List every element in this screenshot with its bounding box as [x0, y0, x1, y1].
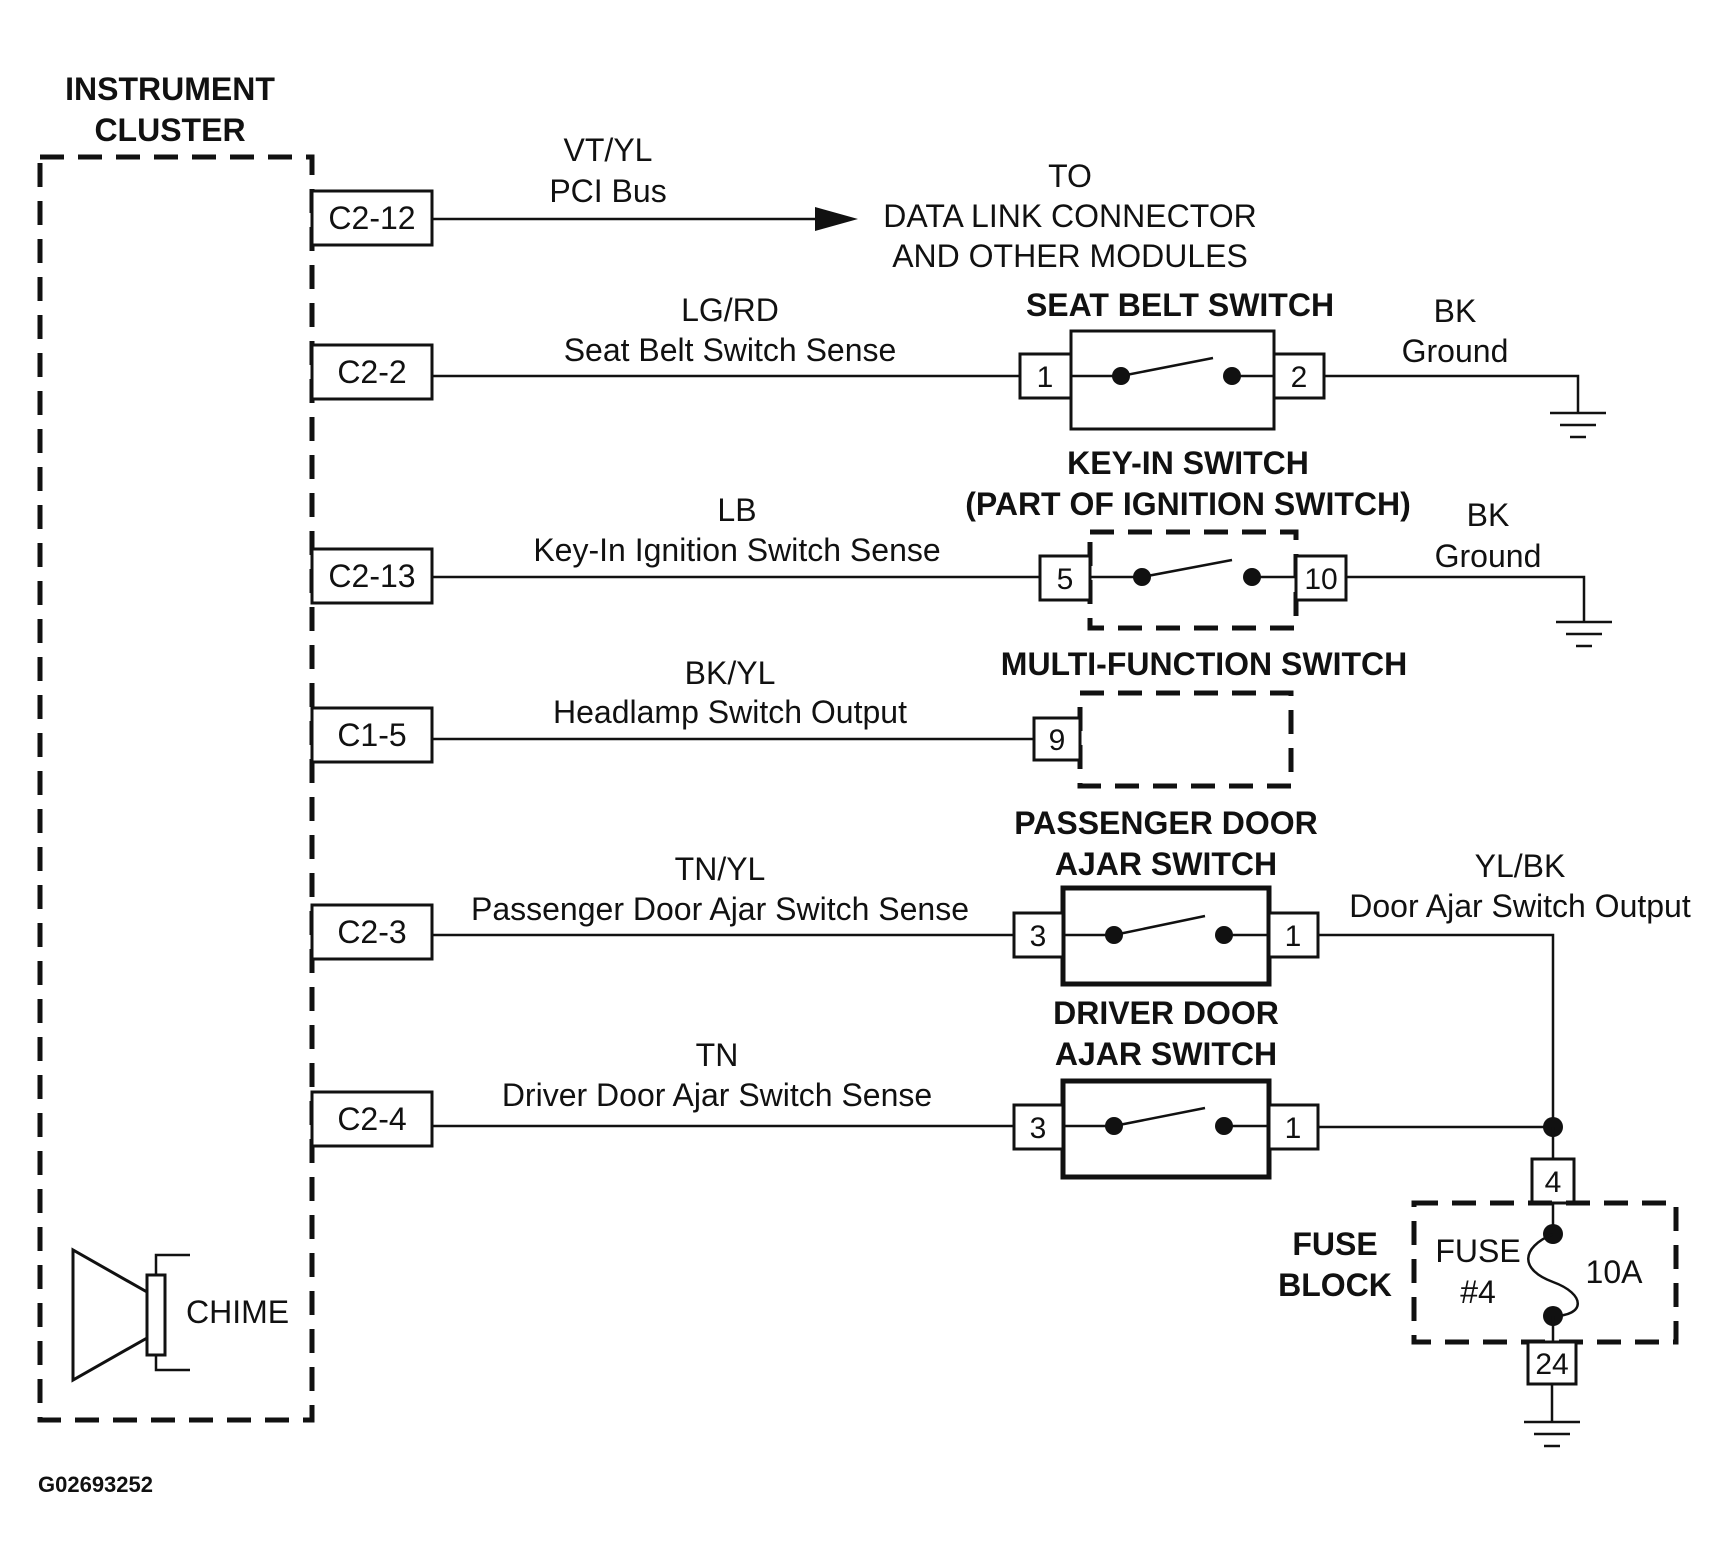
- svg-text:C1-5: C1-5: [337, 717, 406, 753]
- door-ajar-output-name: Door Ajar Switch Output: [1349, 888, 1691, 924]
- svg-text:C2-4: C2-4: [337, 1101, 406, 1137]
- switch-contact-icon: [1071, 356, 1274, 385]
- svg-text:24: 24: [1535, 1348, 1568, 1381]
- passenger-switch-title-line1: PASSENGER DOOR: [1014, 805, 1317, 841]
- headlamp-wire-name: Headlamp Switch Output: [553, 694, 907, 730]
- switch-contact-icon: [1063, 914, 1269, 944]
- seat-belt-pin-1: [1018, 352, 1073, 400]
- cluster-title-line2: CLUSTER: [94, 112, 245, 148]
- driver-wire-color: TN: [696, 1037, 739, 1073]
- passenger-pin-1: [1267, 911, 1320, 959]
- svg-text:C2-2: C2-2: [337, 354, 406, 390]
- passenger-switch-title-line2: AJAR SWITCH: [1055, 846, 1277, 882]
- driver-pin-3: [1012, 1103, 1065, 1151]
- chime-label: CHIME: [186, 1294, 289, 1330]
- svg-text:5: 5: [1057, 563, 1074, 596]
- svg-text:9: 9: [1049, 724, 1066, 757]
- key-in-circuit: LB Key-In Ignition Switch Sense KEY-IN S…: [432, 445, 1612, 648]
- headlamp-wire-color: BK/YL: [685, 655, 776, 691]
- svg-text:1: 1: [1285, 1112, 1302, 1145]
- cluster-boundary: [37, 154, 315, 1423]
- pci-dest-line1: TO: [1048, 158, 1092, 194]
- key-in-ground-color: BK: [1467, 497, 1510, 533]
- key-in-wire-name: Key-In Ignition Switch Sense: [533, 532, 940, 568]
- passenger-wire-color: TN/YL: [675, 851, 766, 887]
- svg-text:3: 3: [1030, 920, 1047, 953]
- seat-belt-switch-title: SEAT BELT SWITCH: [1026, 287, 1334, 323]
- svg-text:C2-3: C2-3: [337, 914, 406, 950]
- seat-belt-wire-name: Seat Belt Switch Sense: [564, 332, 897, 368]
- connector-c2-12: C2-12: [310, 189, 434, 247]
- fuse-label-line1: FUSE: [1435, 1233, 1520, 1269]
- seat-belt-wire-color: LG/RD: [681, 292, 779, 328]
- ground-icon: [1550, 411, 1606, 439]
- pci-dest-line3: AND OTHER MODULES: [892, 238, 1248, 274]
- fuse-rating: 10A: [1586, 1254, 1644, 1290]
- chime-speaker-icon: [71, 1247, 190, 1383]
- ground-icon: [1556, 620, 1612, 648]
- headlamp-pin-9: [1032, 716, 1082, 762]
- driver-switch-body: [1060, 1078, 1272, 1180]
- svg-text:C2-12: C2-12: [328, 200, 415, 236]
- passenger-wire-name: Passenger Door Ajar Switch Sense: [471, 891, 969, 927]
- headlamp-circuit: BK/YL Headlamp Switch Output MULTI-FUNCT…: [432, 646, 1407, 789]
- key-in-switch-boundary: [1087, 529, 1299, 631]
- connector-c2-13: C2-13: [310, 547, 434, 605]
- figure-id: G02693252: [38, 1472, 153, 1497]
- fuse-icon: [1527, 1232, 1579, 1318]
- seat-belt-ground-color: BK: [1434, 293, 1477, 329]
- pci-wire-color: VT/YL: [564, 132, 653, 168]
- driver-wire-name: Driver Door Ajar Switch Sense: [502, 1077, 932, 1113]
- connector-c2-4: C2-4: [310, 1090, 434, 1148]
- fuse-block-title-line1: FUSE: [1292, 1226, 1377, 1262]
- instrument-cluster: INSTRUMENT CLUSTER CHIME: [37, 71, 315, 1423]
- connector-c2-3: C2-3: [310, 903, 434, 961]
- svg-text:4: 4: [1545, 1166, 1562, 1199]
- pci-bus-circuit: VT/YL PCI Bus TO DATA LINK CONNECTOR AND…: [432, 132, 1257, 274]
- connector-c1-5: C1-5: [310, 706, 434, 764]
- door-ajar-output-color: YL/BK: [1475, 848, 1566, 884]
- svg-text:C2-13: C2-13: [328, 558, 415, 594]
- multi-function-switch-boundary: [1077, 690, 1294, 789]
- pci-dest-line2: DATA LINK CONNECTOR: [883, 198, 1256, 234]
- fuse-label-line2: #4: [1460, 1274, 1496, 1310]
- ground-icon: [1524, 1420, 1580, 1448]
- fuse-block-title-line2: BLOCK: [1278, 1267, 1392, 1303]
- driver-door-circuit: TN Driver Door Ajar Switch Sense DRIVER …: [432, 995, 1563, 1180]
- passenger-door-circuit: TN/YL Passenger Door Ajar Switch Sense P…: [432, 805, 1691, 1127]
- seat-belt-ground-name: Ground: [1402, 333, 1509, 369]
- cluster-title-line1: INSTRUMENT: [65, 71, 275, 107]
- pci-wire-name: PCI Bus: [549, 173, 666, 209]
- key-in-ground-name: Ground: [1435, 538, 1542, 574]
- switch-contact-icon: [1063, 1106, 1269, 1135]
- svg-text:1: 1: [1037, 361, 1054, 394]
- multi-function-switch-title: MULTI-FUNCTION SWITCH: [1001, 646, 1407, 682]
- key-in-title-line2: (PART OF IGNITION SWITCH): [965, 486, 1411, 522]
- key-in-title-line1: KEY-IN SWITCH: [1067, 445, 1309, 481]
- driver-switch-title-line2: AJAR SWITCH: [1055, 1036, 1277, 1072]
- svg-text:10: 10: [1304, 563, 1337, 596]
- passenger-pin-3: [1012, 911, 1065, 959]
- svg-text:3: 3: [1030, 1112, 1047, 1145]
- switch-contact-icon: [1090, 558, 1296, 586]
- key-in-pin-10: [1294, 554, 1348, 602]
- fuse-block: 4 FUSE #4 10A FUSE BLOCK 24: [1278, 1127, 1679, 1448]
- driver-switch-title-line1: DRIVER DOOR: [1053, 995, 1279, 1031]
- seat-belt-circuit: LG/RD Seat Belt Switch Sense SEAT BELT S…: [432, 287, 1606, 439]
- connector-c2-2: C2-2: [310, 343, 434, 401]
- svg-text:1: 1: [1285, 920, 1302, 953]
- seat-belt-pin-2: [1272, 352, 1326, 400]
- svg-text:2: 2: [1291, 361, 1308, 394]
- seat-belt-switch-body: [1069, 329, 1276, 431]
- key-in-wire-color: LB: [717, 492, 756, 528]
- arrow-right-icon: [815, 207, 858, 231]
